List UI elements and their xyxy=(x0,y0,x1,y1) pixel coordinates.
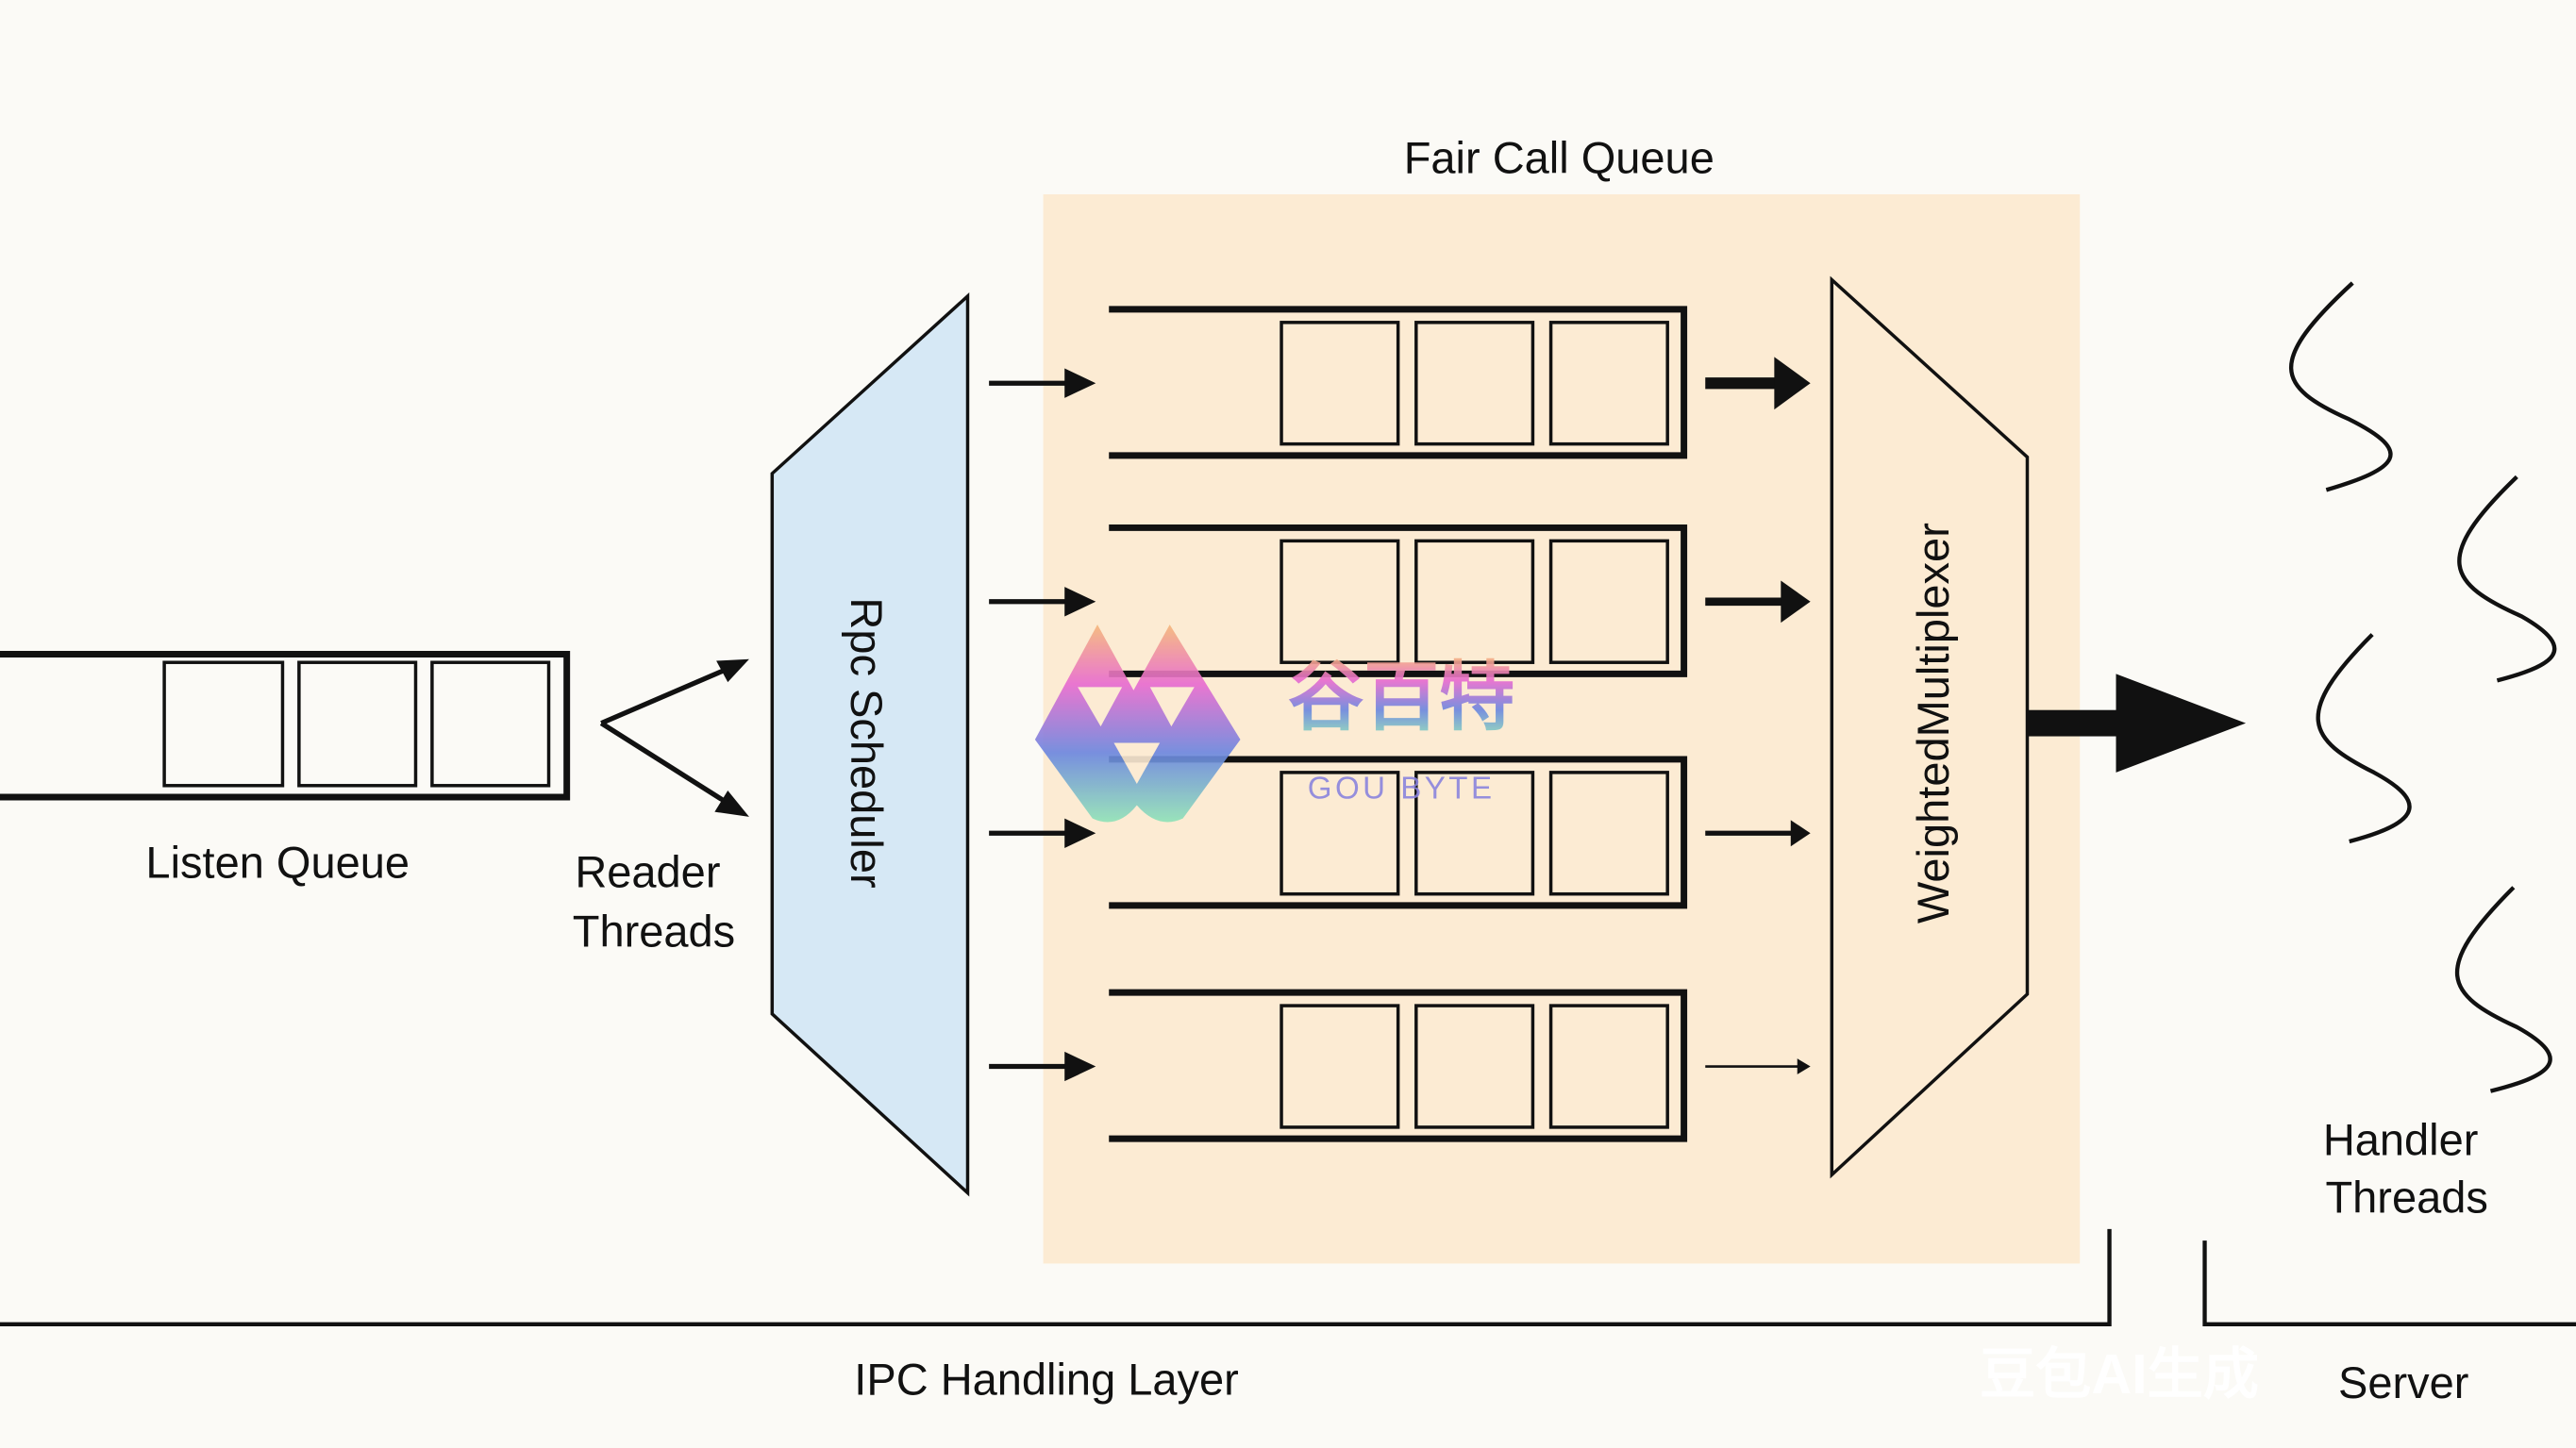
queue-slot xyxy=(1414,321,1535,446)
priority-queues xyxy=(989,306,1811,1142)
output-arrow-head xyxy=(1790,820,1811,847)
queue-slot xyxy=(1414,1004,1535,1129)
weighted-multiplexer-label: WeightedMultiplexer xyxy=(1908,523,1958,924)
priority-queue-2 xyxy=(989,524,1811,677)
gou-byte-watermark: 谷百特 GOU BYTE xyxy=(1034,624,1514,823)
output-arrow-head xyxy=(1797,1058,1811,1074)
queue-outline xyxy=(1109,989,1688,1142)
handler-thread-2 xyxy=(2457,474,2557,683)
reader-threads-label: Reader Threads xyxy=(573,847,735,957)
ipc-layer-label: IPC Handling Layer xyxy=(854,1355,1239,1405)
priority-queue-1 xyxy=(989,306,1811,459)
priority-queue-4 xyxy=(989,989,1811,1142)
queue-outline xyxy=(1109,524,1688,677)
queue-slot xyxy=(1414,539,1535,664)
rpc-scheduler-label: Rpc Scheduler xyxy=(842,597,892,888)
server-label: Server xyxy=(2338,1357,2468,1407)
fair-call-queue-title: Fair Call Queue xyxy=(1404,132,1715,182)
gou-byte-logo-subtext: GOU BYTE xyxy=(1308,772,1496,807)
output-arrow-head xyxy=(1781,580,1811,624)
queue-slot xyxy=(1280,771,1400,896)
handler-thread-squiggles xyxy=(2288,281,2557,1093)
queue-slot xyxy=(1414,771,1535,896)
input-arrow-head xyxy=(1064,1051,1096,1082)
input-arrow-head xyxy=(1064,818,1096,848)
rpc-scheduler-shape xyxy=(770,292,970,1197)
queue-slot xyxy=(1280,539,1400,664)
ai-generated-watermark: 豆包AI生成 xyxy=(1980,1342,2259,1406)
listen-queue-label: Listen Queue xyxy=(145,837,410,887)
gou-byte-logo-icon xyxy=(1034,624,1241,823)
output-arrow xyxy=(2027,674,2247,773)
reader-thread-arrows xyxy=(599,658,749,817)
queue-slot xyxy=(1548,539,1669,664)
priority-queue-3 xyxy=(989,756,1811,909)
handler-thread-1 xyxy=(2288,281,2393,492)
handler-thread-4 xyxy=(2455,886,2552,1093)
input-arrow-head xyxy=(1064,587,1096,617)
queue-slot xyxy=(1548,1004,1669,1129)
weighted-multiplexer-shape xyxy=(1830,275,2030,1179)
queue-slot xyxy=(1280,1004,1400,1129)
ipc-layer-bracket xyxy=(0,1228,2112,1327)
listen-queue xyxy=(0,651,571,801)
handler-thread-3 xyxy=(2316,633,2412,844)
queue-slot xyxy=(1280,321,1400,446)
input-arrow-head xyxy=(1064,368,1096,398)
queue-slot xyxy=(1548,771,1669,896)
queue-outline xyxy=(1109,756,1688,909)
queue-slot xyxy=(1548,321,1669,446)
gou-byte-logo-text: 谷百特 xyxy=(1288,656,1514,740)
queue-outline xyxy=(1109,306,1688,459)
server-bracket xyxy=(2202,1240,2576,1327)
handler-threads-label: Handler Threads xyxy=(2323,1115,2491,1223)
output-arrow-head xyxy=(1774,357,1811,410)
